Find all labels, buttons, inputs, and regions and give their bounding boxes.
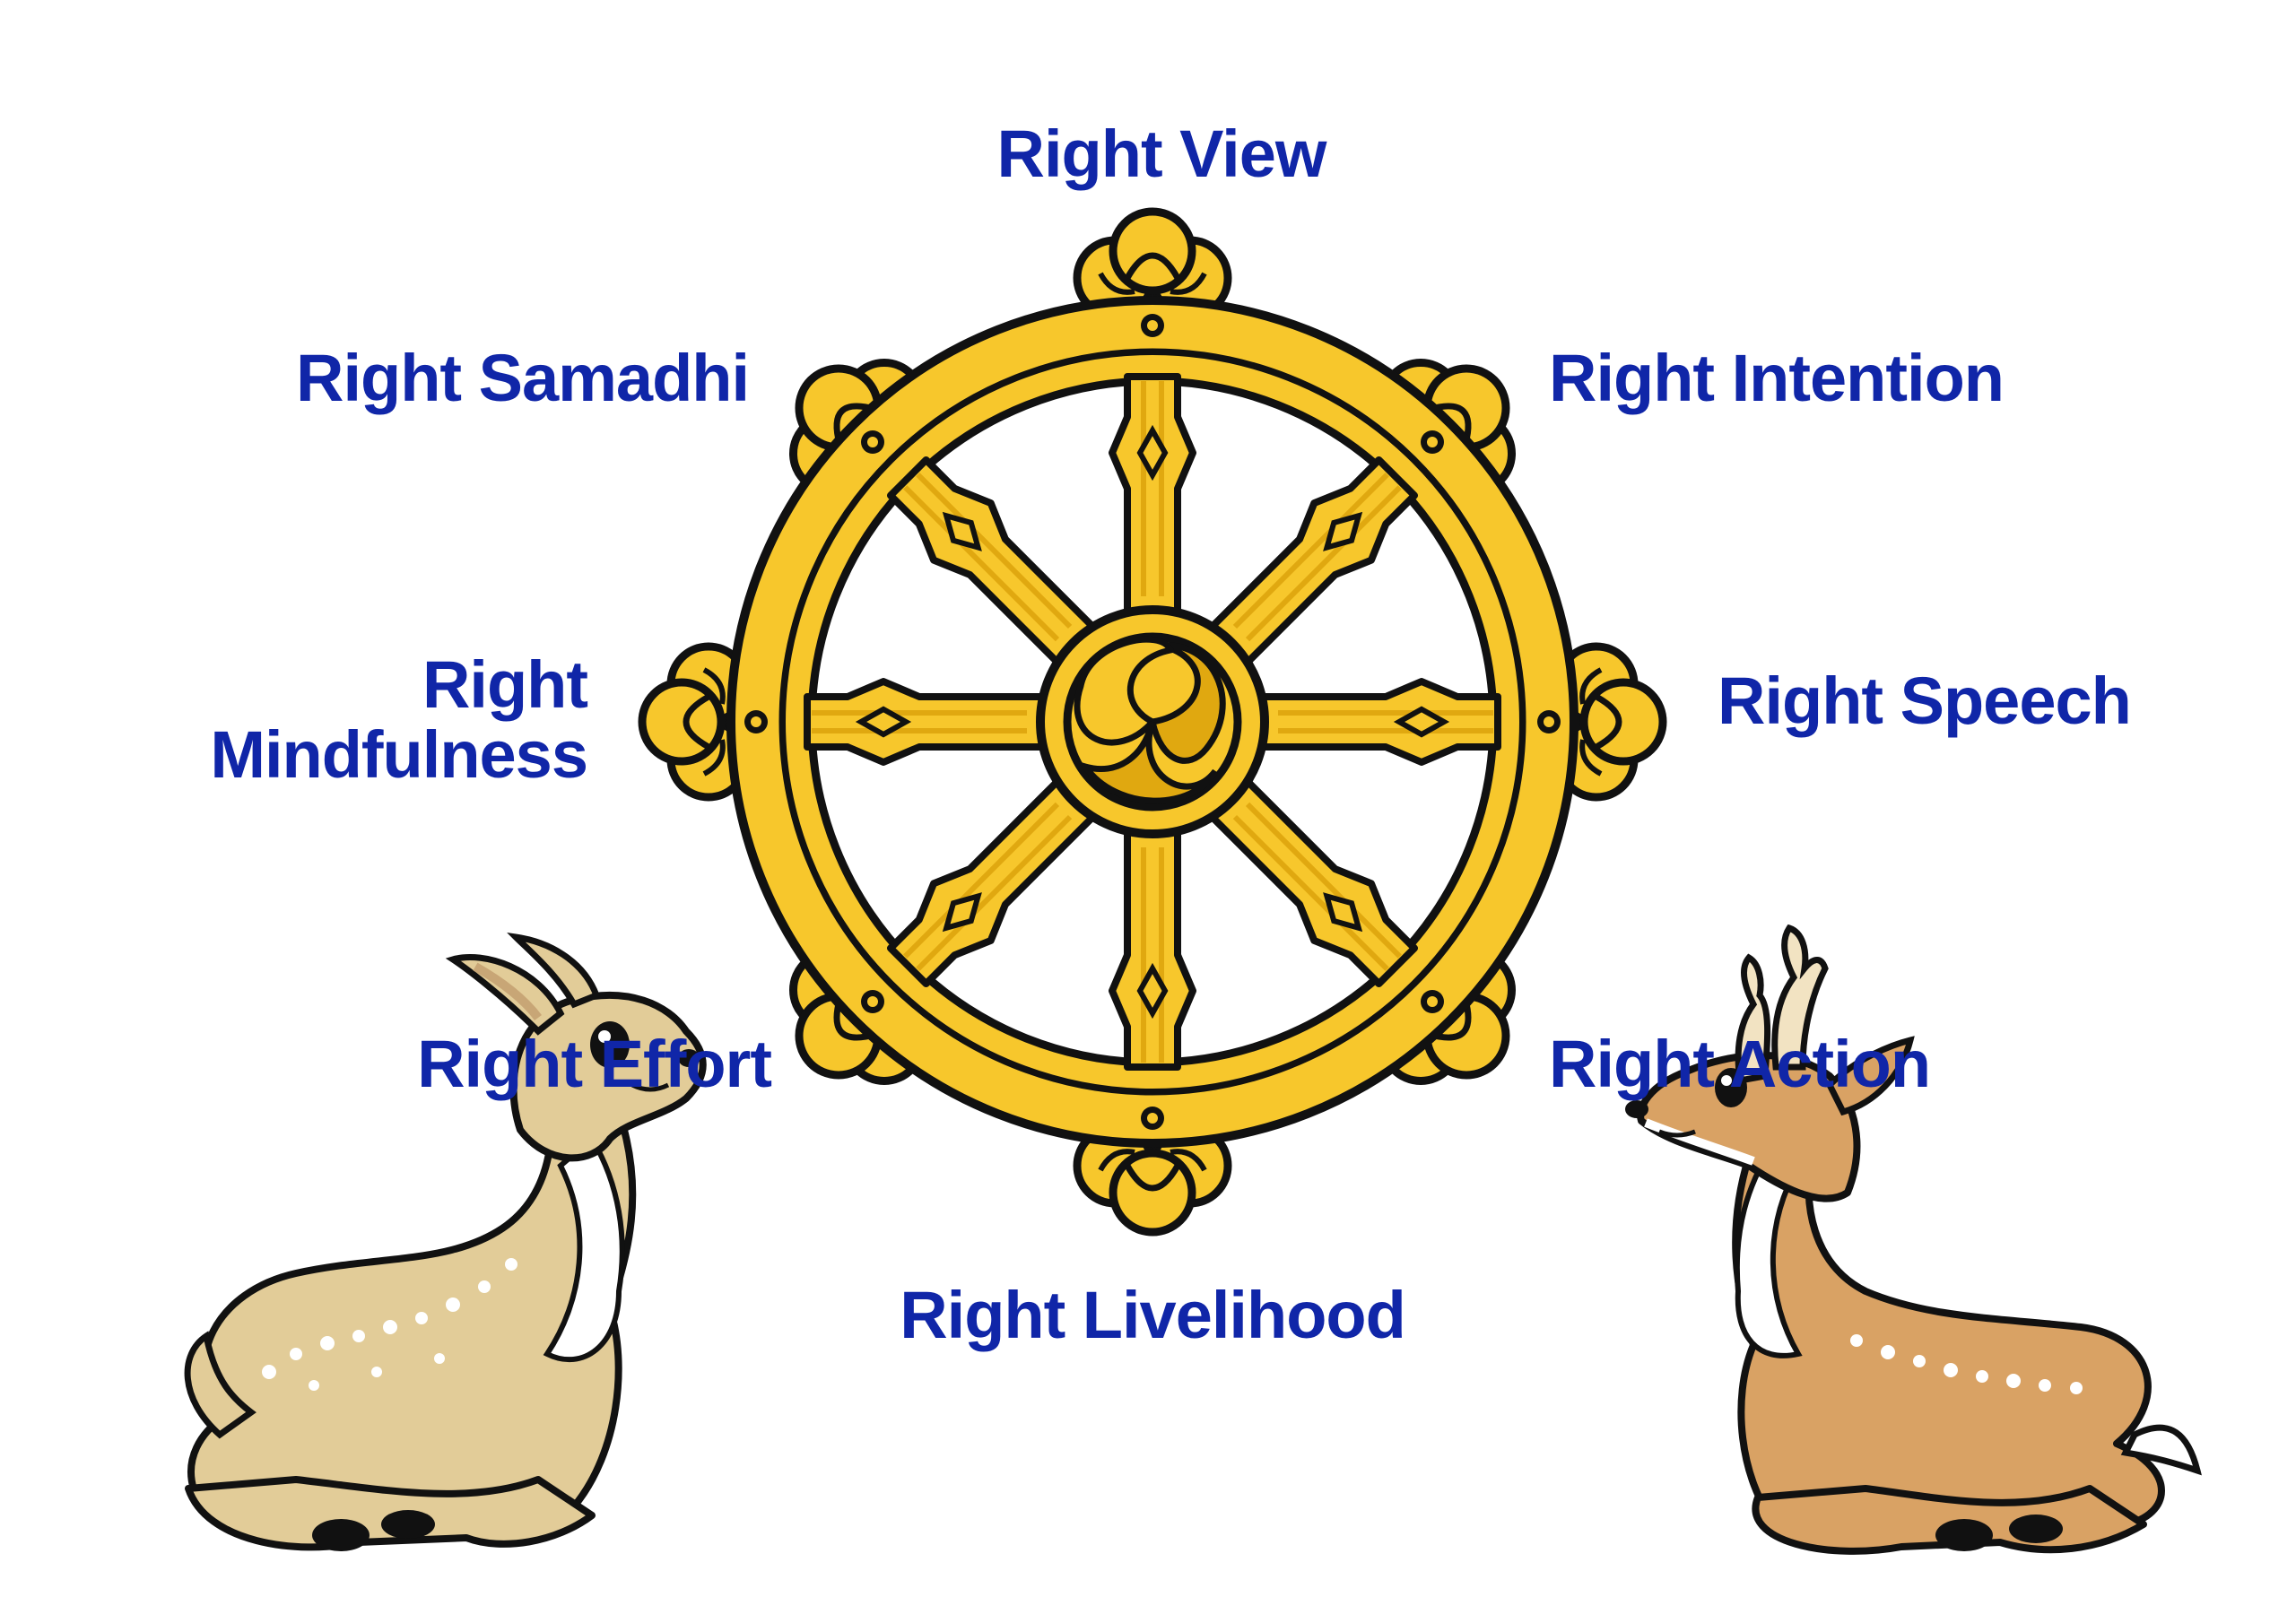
label-right-mindfulness: Right Mindfulness	[179, 647, 588, 792]
fawn-icon	[184, 933, 707, 1551]
label-right-livelihood: Right Livelihood	[900, 1278, 1406, 1352]
label-right-speech: Right Speech	[1718, 664, 2132, 738]
label-right-action: Right Action	[1549, 1027, 1931, 1101]
label-right-mindfulness-line1: Right	[422, 647, 588, 722]
label-right-view: Right View	[996, 117, 1327, 191]
wheel-hub-icon	[1036, 605, 1269, 838]
dharma-wheel-icon	[642, 212, 1663, 1232]
label-right-effort: Right Effort	[417, 1027, 772, 1101]
label-right-samadhi: Right Samadhi	[296, 341, 750, 415]
stag-icon	[1625, 924, 2202, 1555]
label-right-mindfulness-line2: Mindfulness	[210, 716, 588, 792]
label-right-intention: Right Intention	[1549, 341, 2005, 415]
